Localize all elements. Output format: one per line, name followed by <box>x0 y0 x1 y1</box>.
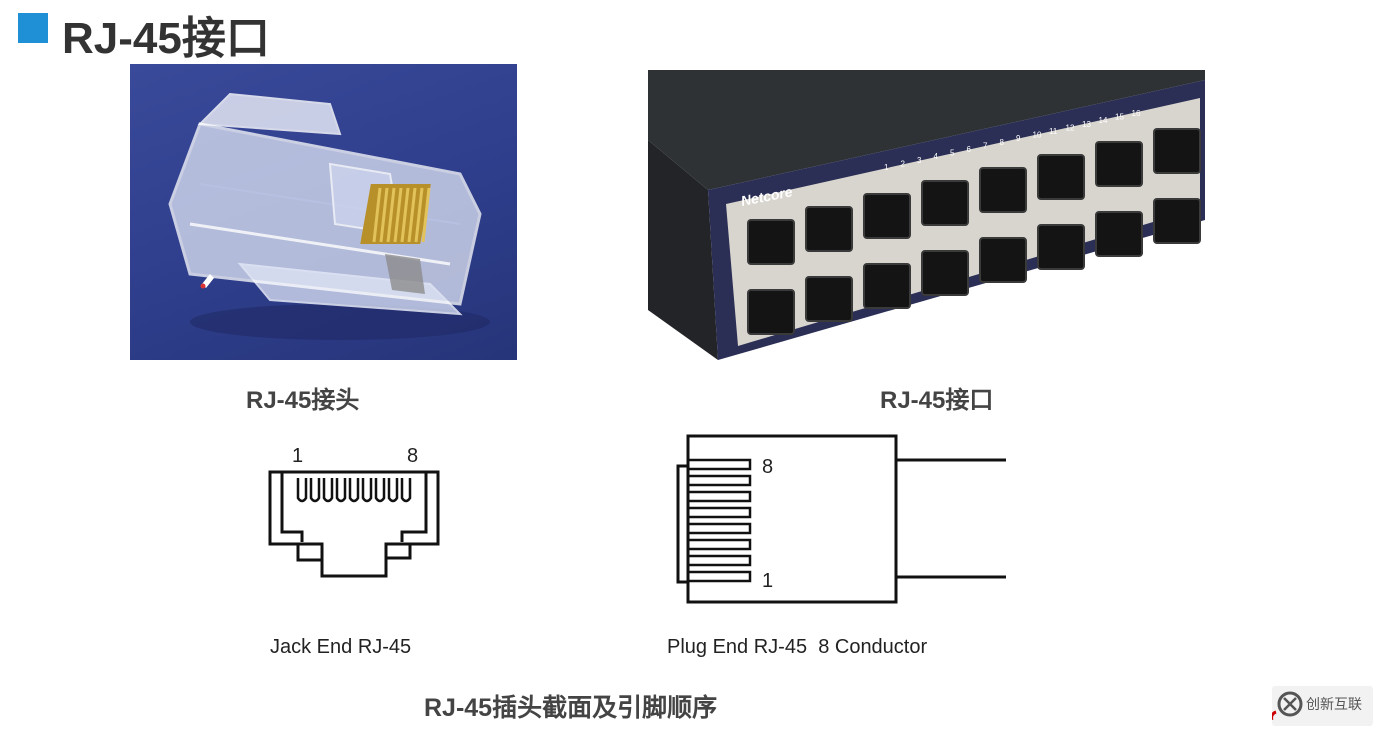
port-number-label: 4 <box>934 152 939 161</box>
gold-contacts <box>360 184 431 244</box>
plug-diagram: 8 1 <box>670 430 1015 610</box>
connector-illustration <box>168 92 490 340</box>
port-number-label: 3 <box>917 156 922 165</box>
switch-port <box>1037 154 1085 200</box>
port-number-label: 8 <box>1000 138 1005 147</box>
port-number-label: 9 <box>1016 134 1021 143</box>
switch-port <box>863 263 911 309</box>
watermark-logo: 创新互联 <box>1270 686 1373 726</box>
jack-pin-1-label: 1 <box>292 445 303 467</box>
port-number-label: 5 <box>950 149 955 158</box>
jack-diagram: 1 8 <box>262 440 452 590</box>
port-number-label: 10 <box>1033 131 1042 140</box>
switch-port <box>1095 141 1143 187</box>
switch-port <box>863 193 911 239</box>
port-number-label: 16 <box>1132 109 1141 118</box>
switch-port <box>805 276 853 322</box>
port-number-label: 14 <box>1099 116 1108 125</box>
switch-port <box>747 289 795 335</box>
switch-port <box>805 206 853 252</box>
port-number-label: 12 <box>1066 123 1075 132</box>
plug-pin-1-label: 1 <box>762 570 773 592</box>
port-number-label: 1 <box>884 163 889 172</box>
watermark-logo-icon <box>1270 691 1303 721</box>
port-number-label: 11 <box>1049 127 1058 136</box>
switch-port <box>979 167 1027 213</box>
port-number-label: 6 <box>967 145 972 154</box>
jack-caption: Jack End RJ-45 <box>270 636 412 658</box>
port-number-label: 15 <box>1115 113 1124 122</box>
switch-port <box>921 250 969 296</box>
switch-port <box>921 180 969 226</box>
connector-caption: RJ-45接头 <box>246 387 360 414</box>
port-number-label: 7 <box>983 141 988 150</box>
switch-port <box>1153 198 1201 244</box>
switch-port <box>1037 224 1085 270</box>
title-bullet <box>18 13 48 43</box>
switch-ports <box>747 128 1201 335</box>
page-title: RJ-45接口 <box>62 14 270 63</box>
port-caption: RJ-45接口 <box>880 387 994 414</box>
port-number-label: 2 <box>901 159 906 168</box>
jack-pin-8-label: 8 <box>407 445 418 467</box>
plug-caption: Plug End RJ-45 8 Conductor <box>667 636 928 658</box>
switch-port <box>1153 128 1201 174</box>
plug-pin-8-label: 8 <box>762 456 773 478</box>
jack-pins <box>296 478 412 503</box>
watermark-text: 创新互联 <box>1306 696 1362 712</box>
port-number-label: 13 <box>1082 120 1091 129</box>
plug-conductors <box>686 458 752 583</box>
footer-caption: RJ-45插头截面及引脚顺序 <box>424 694 718 722</box>
switch-port <box>747 219 795 265</box>
connector-photo <box>130 64 517 360</box>
switch-port <box>1095 211 1143 257</box>
switch-port <box>979 237 1027 283</box>
